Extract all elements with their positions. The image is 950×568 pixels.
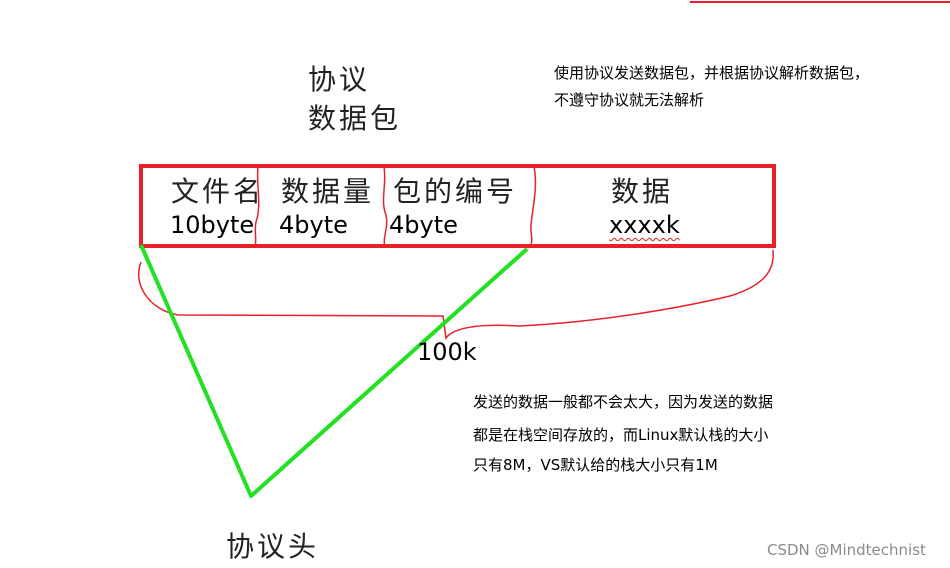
top-note-line-1: 使用协议发送数据包，并根据协议解析数据包， [554,64,870,82]
field-size-packet-number: 4byte [389,211,458,239]
brace-shape [137,249,774,340]
bottom-note-line-2: 都是在栈空间存放的，而Linux默认栈的大小 [473,426,769,444]
field-size-filename: 10byte [170,211,255,239]
divider-2 [382,166,388,247]
header-triangle [139,244,529,498]
bottom-note-line-1: 发送的数据一般都不会太大，因为发送的数据 [473,393,774,411]
watermark: CSDN @Mindtechnist [767,541,926,559]
field-size-datasize: 4byte [279,211,348,239]
field-name-data: 数据 [611,175,674,208]
title-line-2: 数据包 [308,102,402,135]
packet-box [139,164,776,248]
field-name-packet-number: 包的编号 [393,175,518,208]
field-size-data: xxxxk [609,211,680,239]
divider-3 [527,166,537,249]
field-name-datasize: 数据量 [281,175,375,208]
bottom-note-line-3: 只有8M，VS默认给的栈大小只有1M [473,456,718,474]
top-note-line-2: 不遵守协议就无法解析 [554,91,705,109]
header-label: 协议头 [226,530,320,563]
field-name-filename: 文件名 [171,175,265,208]
title-line-1: 协议 [308,63,371,96]
brace-label: 100k [417,338,477,366]
divider-1 [254,166,260,247]
